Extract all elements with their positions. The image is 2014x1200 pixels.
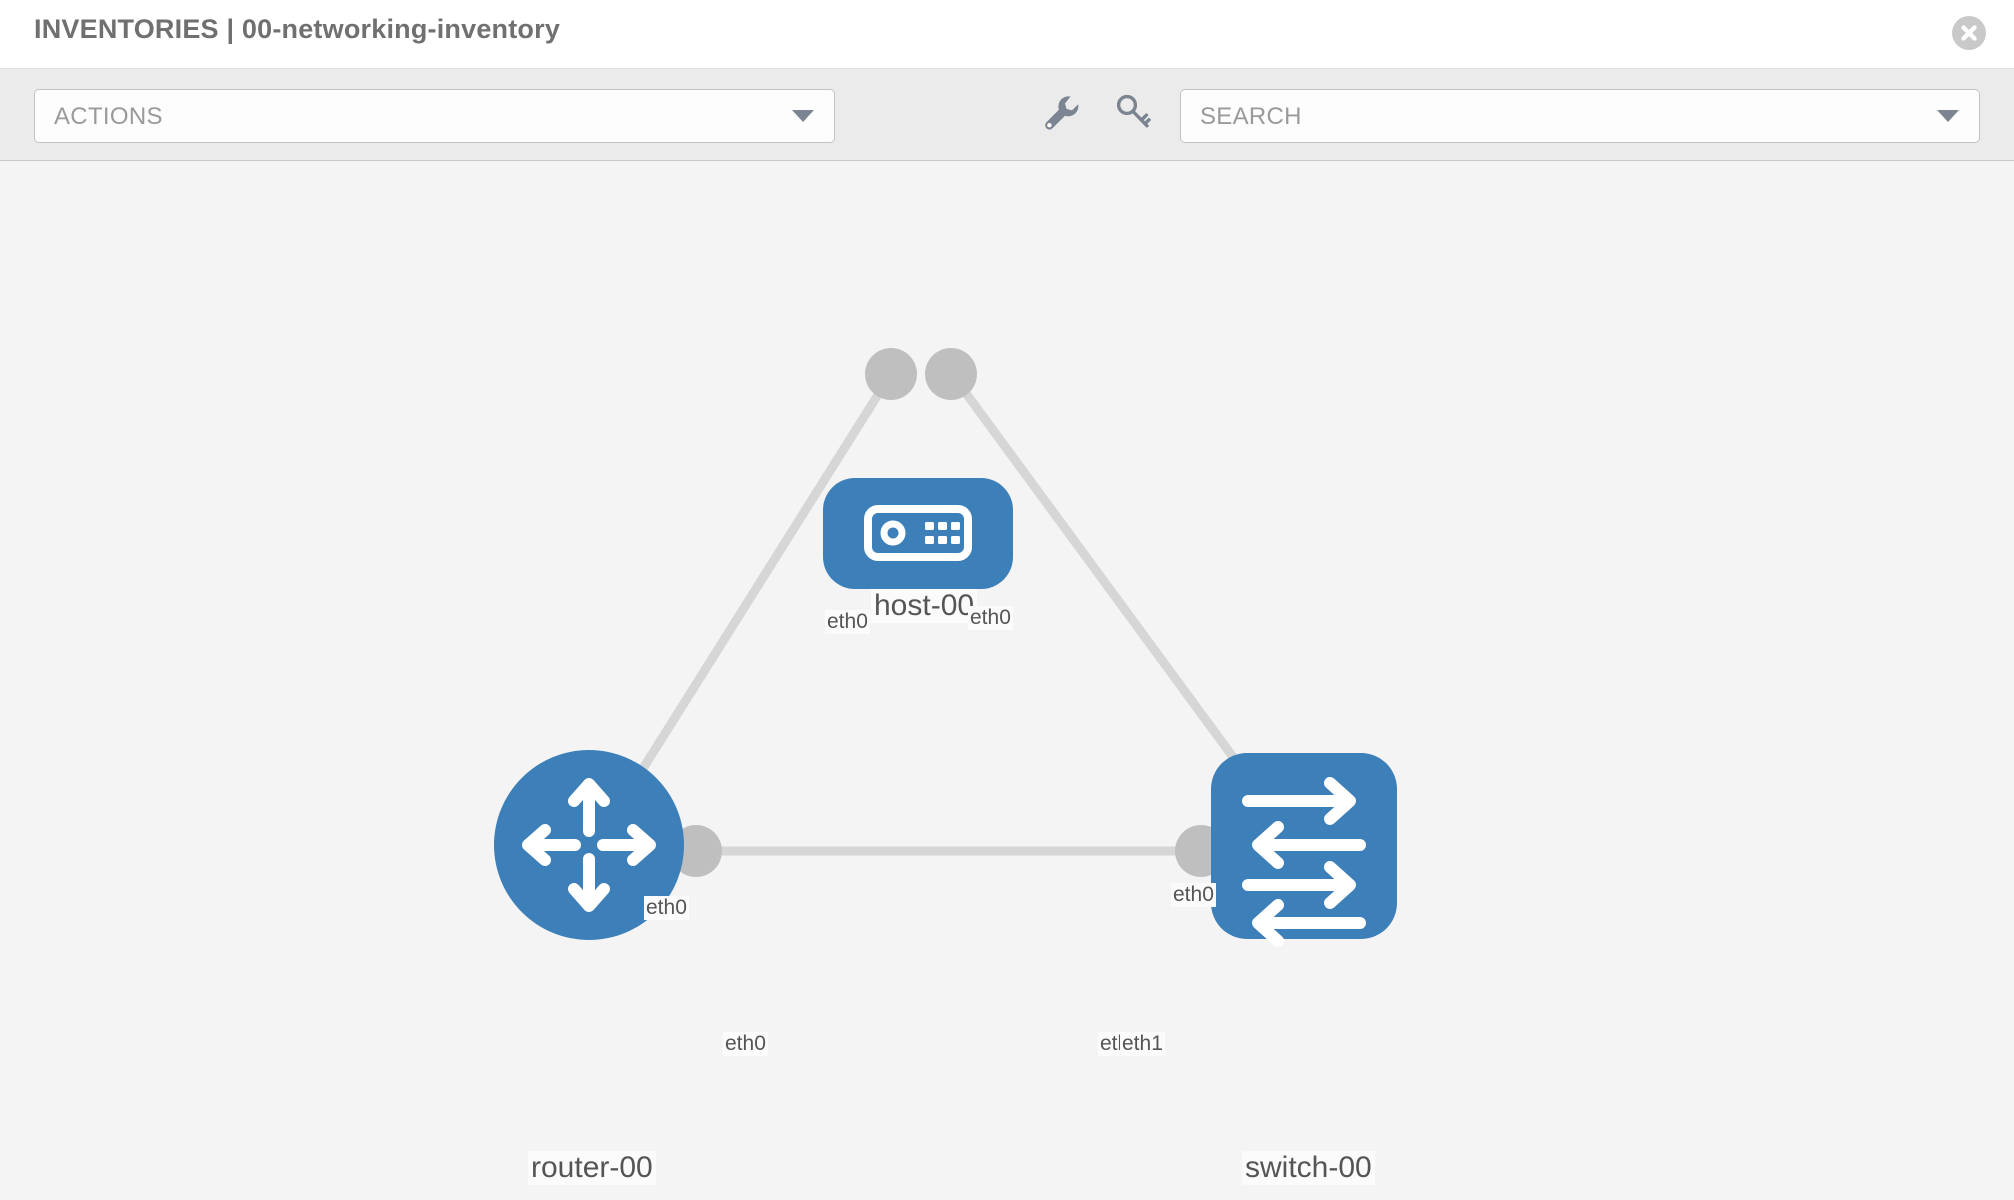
actions-dropdown[interactable]: ACTIONS [34,89,835,143]
search-placeholder: SEARCH [1200,103,1302,130]
link-host00-switch00 [942,363,1284,824]
node-switch-00 [1211,753,1397,947]
topology-links [606,363,1284,856]
actions-dropdown-label: ACTIONS [54,103,163,130]
connector-host00-right [925,348,977,400]
switch-arrows-icon [1242,777,1366,947]
chevron-down-icon [1937,110,1959,122]
node-host-00 [823,478,1013,589]
page-title: INVENTORIES | 00-networking-inventory [34,14,561,44]
key-icon[interactable] [1114,91,1154,135]
toolbar: ACTIONS [0,69,2014,161]
connector-host00-left [865,348,917,400]
topology-graph [494,348,1397,947]
close-icon[interactable] [1952,16,1986,50]
router-arrows-icon [522,778,656,912]
title-bar: INVENTORIES | 00-networking-inventory [0,0,2014,69]
search-input[interactable]: SEARCH [1180,89,1980,143]
chevron-down-icon [792,110,814,122]
wrench-icon[interactable] [1040,91,1080,135]
toolbar-icon-group [1040,91,1154,135]
topology-canvas[interactable]: host-00 router-00 switch-00 eth0 eth0 et… [0,161,2014,1200]
topology-connectors [670,348,1264,877]
link-host00-router00 [606,363,900,824]
node-router-00 [494,750,684,940]
